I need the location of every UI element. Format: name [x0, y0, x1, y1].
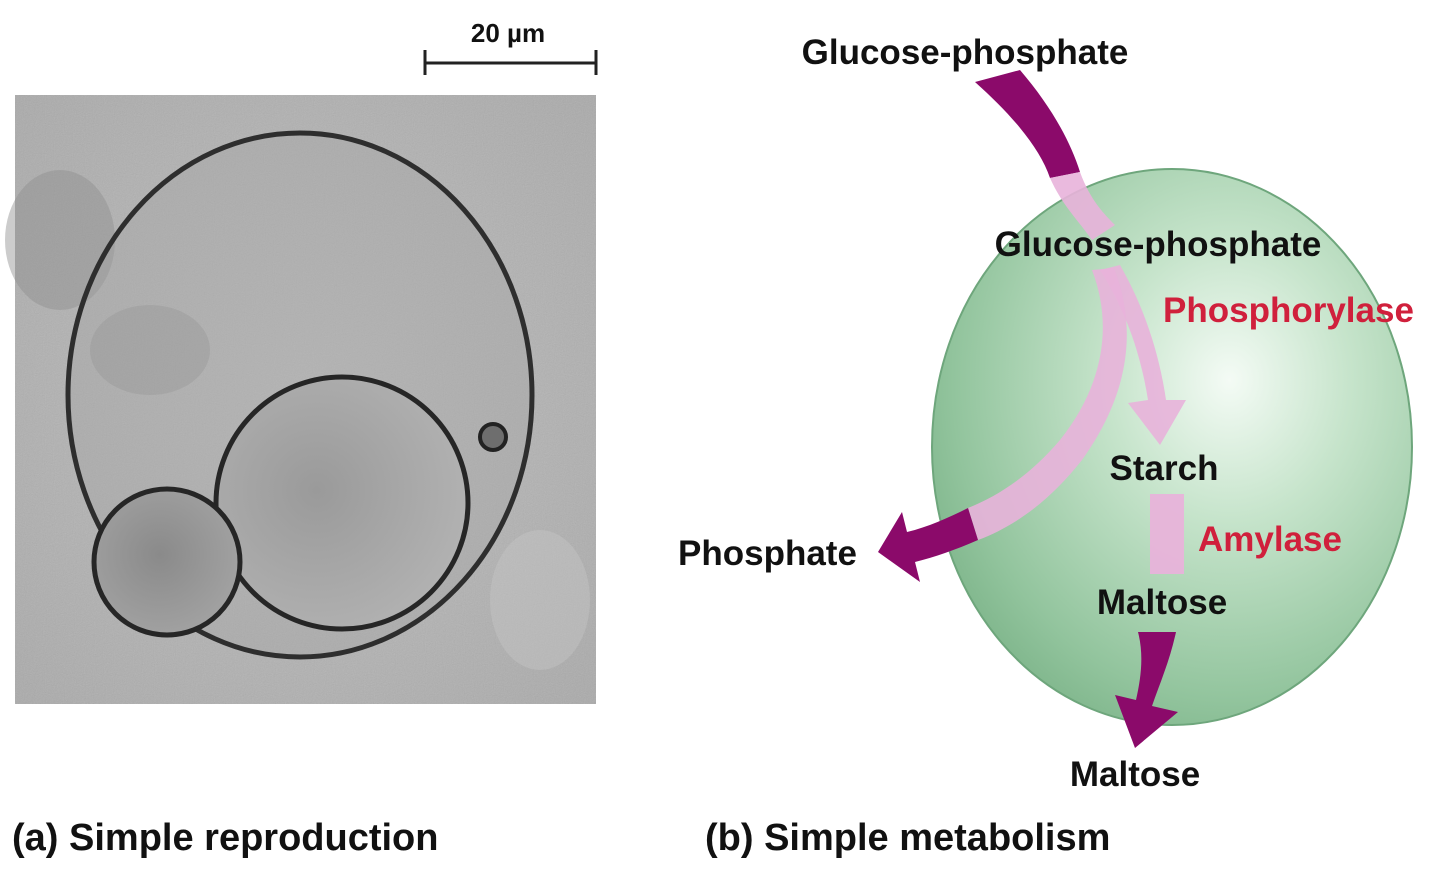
large-inner-vesicle	[213, 374, 471, 632]
panel-a-caption: (a) Simple reproduction	[12, 817, 438, 859]
glucose-phosphate-entry-arrow	[975, 70, 1080, 178]
label-phosphorylase: Phosphorylase	[1163, 291, 1414, 330]
maltose-exit-arrow	[1115, 632, 1178, 748]
amylase-arrow	[1150, 494, 1184, 574]
label-maltose-inside: Maltose	[1097, 583, 1227, 622]
label-phosphate: Phosphate	[678, 534, 857, 573]
micrograph-image	[5, 95, 596, 704]
scale-bar-label: 20 µm	[471, 18, 545, 48]
phosphate-exit-arrow	[878, 508, 978, 582]
panel-b: Glucose-phosphate Glucose-phosphate Phos…	[678, 33, 1414, 859]
label-glucose-phosphate-outside: Glucose-phosphate	[802, 33, 1129, 72]
tiny-vesicle	[478, 422, 508, 452]
label-amylase: Amylase	[1198, 520, 1342, 559]
glucose-phosphate-entry-inner	[1050, 172, 1115, 240]
panel-b-caption: (b) Simple metabolism	[705, 817, 1110, 859]
label-maltose-outside: Maltose	[1070, 755, 1200, 794]
phosphorylase-arrow	[1100, 265, 1186, 445]
small-inner-vesicle	[91, 486, 243, 638]
outer-vesicle	[65, 130, 535, 660]
panel-a: 20 µm (a) Simple reproduction	[5, 18, 598, 859]
scale-bar: 20 µm	[423, 18, 598, 75]
vesicle-sphere	[931, 168, 1413, 726]
phosphate-release-inner	[968, 268, 1127, 540]
label-glucose-phosphate-inside: Glucose-phosphate	[995, 225, 1322, 264]
label-starch: Starch	[1110, 449, 1219, 488]
